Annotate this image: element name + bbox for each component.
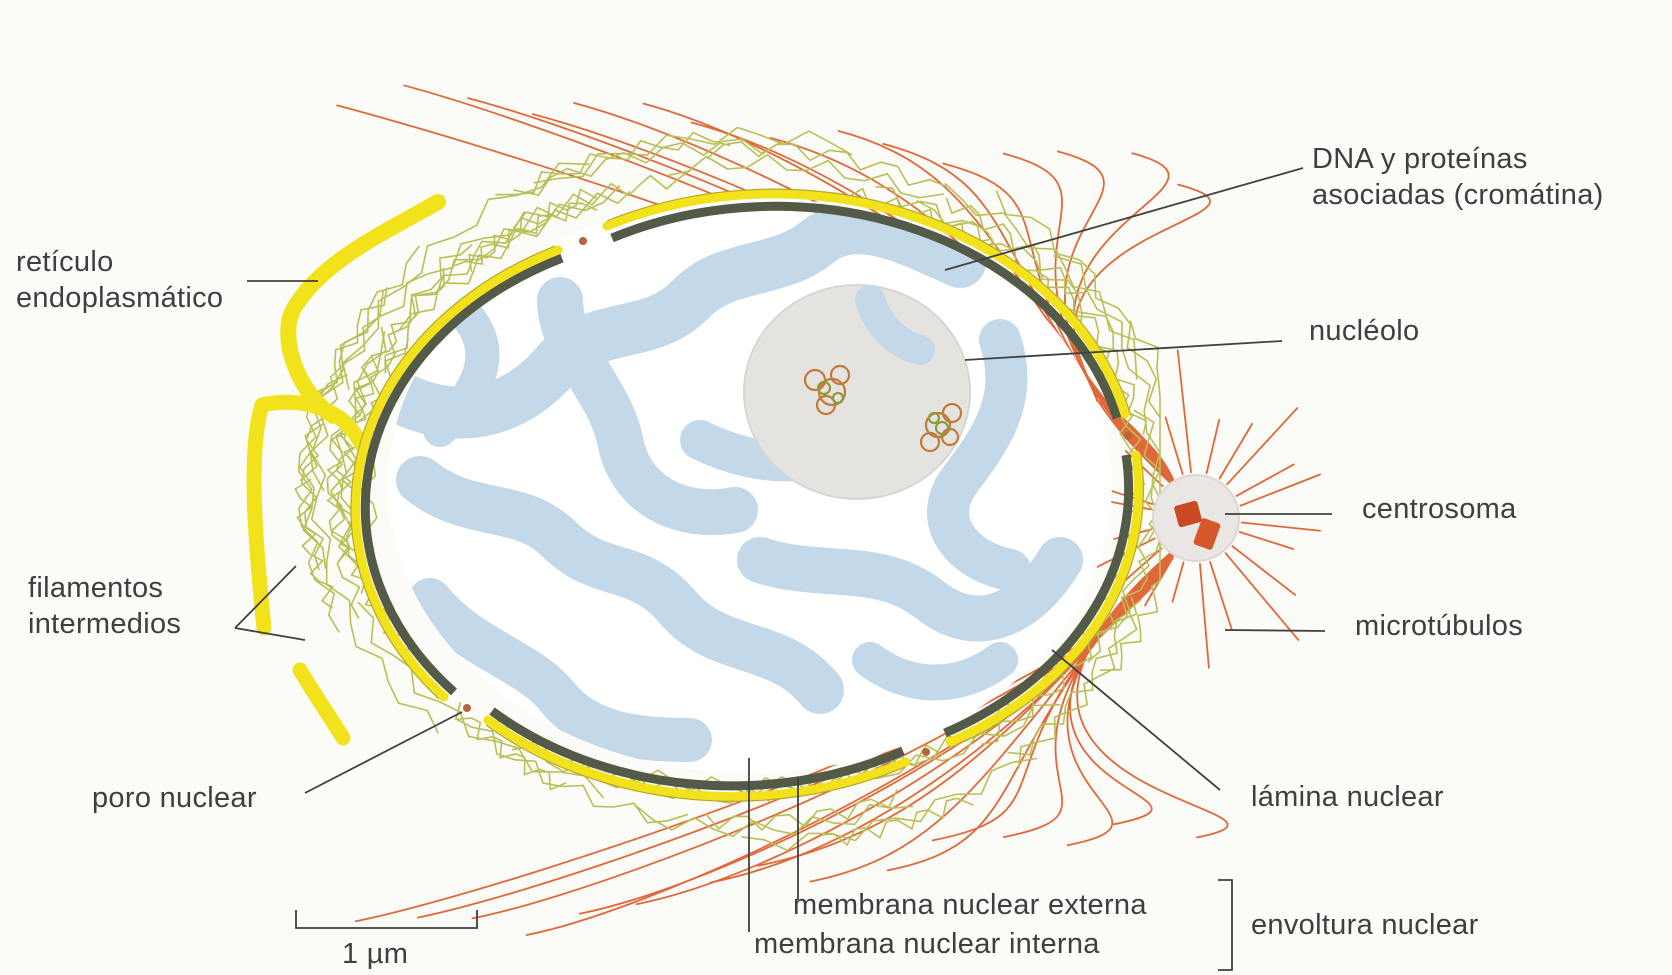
microtubule — [1240, 532, 1293, 549]
microtubule — [1242, 523, 1320, 531]
er-strand-lower — [300, 670, 343, 738]
microtubule — [1236, 464, 1293, 495]
dna-label-line1: DNA y proteínas — [1312, 141, 1604, 177]
lamina-nuclear-label: lámina nuclear — [1251, 779, 1444, 815]
leader-dna — [945, 168, 1303, 270]
microtubule — [1200, 564, 1209, 668]
membrana-externa-label: membrana nuclear externa — [793, 887, 1147, 923]
microtubule — [1207, 420, 1220, 473]
centrosoma-label: centrosoma — [1362, 491, 1517, 527]
microtubule — [1240, 474, 1320, 505]
microtubule — [1227, 408, 1297, 484]
nuclear-pore — [922, 748, 930, 756]
scale-bar-label: 1 µm — [342, 936, 408, 972]
intermediate-filament — [707, 142, 946, 186]
nuclear-pore — [1124, 432, 1132, 440]
leader-lamina — [1052, 650, 1220, 790]
filamentos-label-line1: filamentos — [28, 570, 181, 606]
microtubule — [1226, 553, 1299, 640]
dna-label: DNA y proteínas asociadas (cromátina) — [1312, 141, 1604, 213]
nuclear-pore — [463, 704, 471, 712]
filamentos-label: filamentos intermedios — [28, 570, 181, 642]
reticulo-label-line1: retículo — [16, 244, 223, 280]
leader-microtubulos — [1225, 630, 1325, 631]
scale-bar-line — [296, 910, 477, 928]
microtubule — [1220, 424, 1253, 479]
microtubule — [1172, 562, 1183, 601]
nuclear-pore — [579, 237, 587, 245]
microtubule — [1178, 350, 1191, 472]
envoltura-bracket — [1218, 880, 1232, 970]
microtubule — [1232, 546, 1295, 595]
reticulo-label: retículo endoplasmático — [16, 244, 223, 316]
centrosome — [1153, 475, 1239, 561]
microtubule — [1165, 417, 1182, 474]
microtubule — [1210, 562, 1232, 630]
nucleolo-label: nucléolo — [1309, 313, 1419, 349]
er-strand-left — [254, 405, 264, 628]
poro-nuclear-label: poro nuclear — [92, 780, 257, 816]
nucleolus — [744, 285, 970, 499]
dna-label-line2: asociadas (cromátina) — [1312, 177, 1604, 213]
filamentos-label-line2: intermedios — [28, 606, 181, 642]
microtubulos-label: microtúbulos — [1355, 608, 1523, 644]
reticulo-label-line2: endoplasmático — [16, 280, 223, 316]
membrana-interna-label: membrana nuclear interna — [754, 926, 1100, 962]
envoltura-nuclear-label: envoltura nuclear — [1251, 907, 1479, 943]
